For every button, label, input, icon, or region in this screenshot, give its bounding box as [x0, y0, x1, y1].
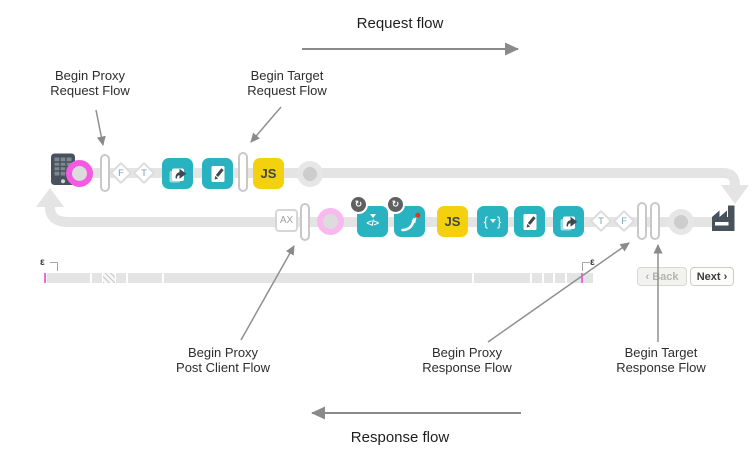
annotation-line: Begin Target [624, 345, 698, 360]
back-button[interactable]: ‹ Back [637, 267, 687, 286]
timeline-cursor-right[interactable] [581, 273, 583, 283]
proxy-post-client-annotation-arrow [240, 245, 295, 341]
route-curve-icon [400, 212, 420, 231]
condition-label: T [598, 215, 604, 227]
condition-label: T [141, 167, 147, 179]
annotation-line: Response Flow [616, 360, 706, 375]
annotation-begin-proxy-response: Begin Proxy Response Flow [402, 345, 532, 375]
proxy-request-annotation-arrow [95, 109, 106, 146]
annotation-line: Begin Proxy [54, 68, 126, 83]
timeline-cursor-left[interactable] [44, 273, 46, 283]
bracket-right [582, 262, 590, 271]
brace-open: { [483, 214, 488, 229]
javascript-policy-icon[interactable]: JS [253, 158, 284, 189]
timeline-segment[interactable] [532, 273, 542, 283]
post-client-start-dot[interactable] [317, 208, 344, 235]
reexecution-badge-icon: ↻ [386, 195, 405, 214]
annotation-line: Begin Proxy [431, 345, 503, 360]
condition-label: F [621, 215, 627, 227]
braces-glyph: { } [484, 215, 502, 228]
request-step-dot[interactable] [297, 161, 323, 187]
assign-message-policy-icon[interactable] [553, 206, 584, 237]
proxy-request-start-dot[interactable] [66, 160, 93, 187]
annotation-line: Request Flow [247, 83, 327, 98]
pencil-icon [211, 165, 224, 182]
extract-variables-policy-icon[interactable]: { } [477, 206, 508, 237]
annotation-line: Request Flow [50, 83, 130, 98]
edit-policy-icon[interactable] [202, 158, 233, 189]
assign-message-policy-icon[interactable] [162, 158, 193, 189]
javascript-policy-icon[interactable]: JS [437, 206, 468, 237]
proxy-post-client-flow-boundary-pill[interactable] [300, 203, 310, 241]
reexecution-badge-icon: ↻ [349, 195, 368, 214]
timeline-segment[interactable] [474, 273, 530, 283]
pencil-icon [523, 213, 536, 230]
next-button[interactable]: Next › [690, 267, 734, 286]
proxy-response-flow-boundary-pill[interactable] [637, 202, 647, 240]
trace-timeline-bar[interactable] [47, 273, 593, 283]
response-flow-title: Response flow [350, 429, 450, 446]
code-policy-icon[interactable]: ↻ </> [349, 195, 388, 237]
timeline-segment[interactable] [567, 273, 593, 283]
annotation-begin-proxy-post-client: Begin Proxy Post Client Flow [158, 345, 288, 375]
epsilon-left-label: ε [40, 257, 45, 268]
route-policy-icon[interactable]: ↻ [386, 195, 425, 237]
annotation-begin-target-response: Begin Target Response Flow [596, 345, 726, 375]
timeline-segment[interactable] [116, 273, 126, 283]
down-arrow-icon [489, 218, 496, 223]
analytics-step-icon[interactable]: AX [275, 209, 298, 232]
annotation-begin-target-request: Begin Target Request Flow [222, 68, 352, 98]
target-response-flow-boundary-pill[interactable] [650, 202, 660, 240]
condition-diamond-false[interactable]: F [109, 161, 133, 185]
code-glyph: </> [366, 214, 379, 230]
timeline-segment[interactable] [544, 273, 553, 283]
brace-close: } [497, 214, 502, 229]
timeline-segment[interactable] [164, 273, 472, 283]
timeline-segment[interactable] [555, 273, 565, 283]
condition-diamond-true[interactable]: T [589, 209, 613, 233]
annotation-begin-proxy-request: Begin Proxy Request Flow [25, 68, 155, 98]
target-request-flow-boundary-pill[interactable] [238, 152, 248, 192]
condition-diamond-false[interactable]: F [612, 209, 636, 233]
timeline-segment[interactable] [47, 273, 90, 283]
target-server-icon [708, 198, 740, 238]
response-step-dot[interactable] [668, 209, 694, 235]
code-label: </> [366, 218, 379, 230]
condition-diamond-true[interactable]: T [132, 161, 156, 185]
timeline-segment[interactable] [128, 273, 162, 283]
annotation-line: Response Flow [422, 360, 512, 375]
annotation-line: Begin Proxy [187, 345, 259, 360]
share-arrow-icon [560, 216, 577, 230]
target-request-annotation-arrow [250, 106, 282, 143]
annotation-line: Begin Target [250, 68, 324, 83]
condition-label: F [118, 167, 124, 179]
timeline-segment[interactable] [92, 273, 102, 283]
epsilon-right-label: ε [590, 257, 595, 268]
share-arrow-icon [169, 168, 186, 182]
bracket-left [50, 262, 58, 271]
annotation-line: Post Client Flow [176, 360, 270, 375]
timeline-segment-hatched[interactable] [103, 273, 115, 283]
proxy-response-annotation-arrow [487, 242, 630, 343]
edit-policy-icon[interactable] [514, 206, 545, 237]
request-flow-title: Request flow [356, 15, 444, 32]
